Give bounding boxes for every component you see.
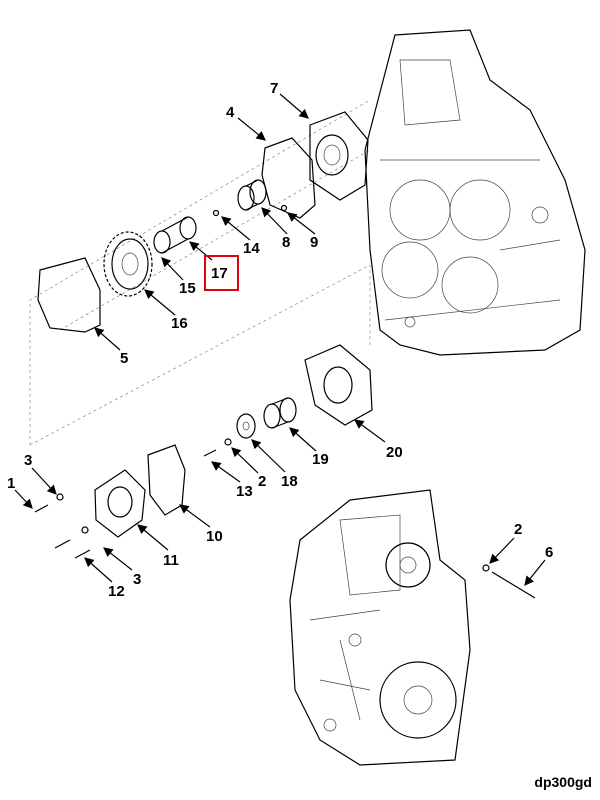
callout-7[interactable]: 7 xyxy=(270,80,278,97)
callout-14[interactable]: 14 xyxy=(243,240,260,257)
part-1-screw xyxy=(34,504,49,513)
part-2-seal xyxy=(224,438,232,446)
part-14-pin xyxy=(212,209,220,217)
callout-19[interactable]: 19 xyxy=(312,451,329,468)
callout-5[interactable]: 5 xyxy=(120,350,128,367)
part-8-bushing xyxy=(237,179,267,211)
callout-17[interactable]: 17 xyxy=(211,265,228,282)
part-13-screw xyxy=(203,449,217,457)
callout-10[interactable]: 10 xyxy=(206,528,223,545)
callout-20[interactable]: 20 xyxy=(386,444,403,461)
callout-16[interactable]: 16 xyxy=(171,315,188,332)
engine-block-lower xyxy=(289,489,471,766)
part-18-washer xyxy=(236,413,256,439)
callout-18[interactable]: 18 xyxy=(281,473,298,490)
callout-1[interactable]: 1 xyxy=(7,475,15,492)
part-7-cover-housing xyxy=(309,111,369,201)
callout-2[interactable]: 2 xyxy=(258,473,266,490)
callout-2-lower[interactable]: 2 xyxy=(514,521,522,538)
callout-13[interactable]: 13 xyxy=(236,483,253,500)
part-3-washer xyxy=(56,493,64,501)
callout-6[interactable]: 6 xyxy=(545,544,553,561)
part-10-gasket xyxy=(147,444,186,516)
part-12-screws xyxy=(54,539,91,559)
part-9-dowel xyxy=(280,204,288,212)
highlight-box-17 xyxy=(204,255,239,291)
part-3-washers xyxy=(81,526,89,534)
callout-4[interactable]: 4 xyxy=(226,104,235,121)
part-6-stud xyxy=(491,571,536,599)
part-20-cover xyxy=(304,344,373,426)
callout-8[interactable]: 8 xyxy=(282,234,290,251)
diagram-code: dp300gd xyxy=(534,774,592,790)
part-5-gasket xyxy=(37,257,101,333)
part-4-gasket xyxy=(261,137,316,219)
leader-arrows xyxy=(14,93,546,586)
callout-12[interactable]: 12 xyxy=(108,583,125,600)
callout-3-lower[interactable]: 3 xyxy=(133,571,141,588)
callout-9[interactable]: 9 xyxy=(310,234,318,251)
part-2-seal-lower xyxy=(482,564,490,572)
part-15-idler-shaft xyxy=(153,216,197,254)
part-16-idler-gear xyxy=(103,231,153,297)
callout-labels: 7 4 8 9 14 17 15 16 5 20 19 18 2 13 3 1 … xyxy=(7,80,553,600)
callout-15[interactable]: 15 xyxy=(179,280,196,297)
part-11-cover xyxy=(94,469,146,538)
callout-3[interactable]: 3 xyxy=(24,452,32,469)
part-19-bushing xyxy=(263,397,297,429)
callout-11[interactable]: 11 xyxy=(163,552,179,569)
engine-block-upper xyxy=(364,29,586,356)
